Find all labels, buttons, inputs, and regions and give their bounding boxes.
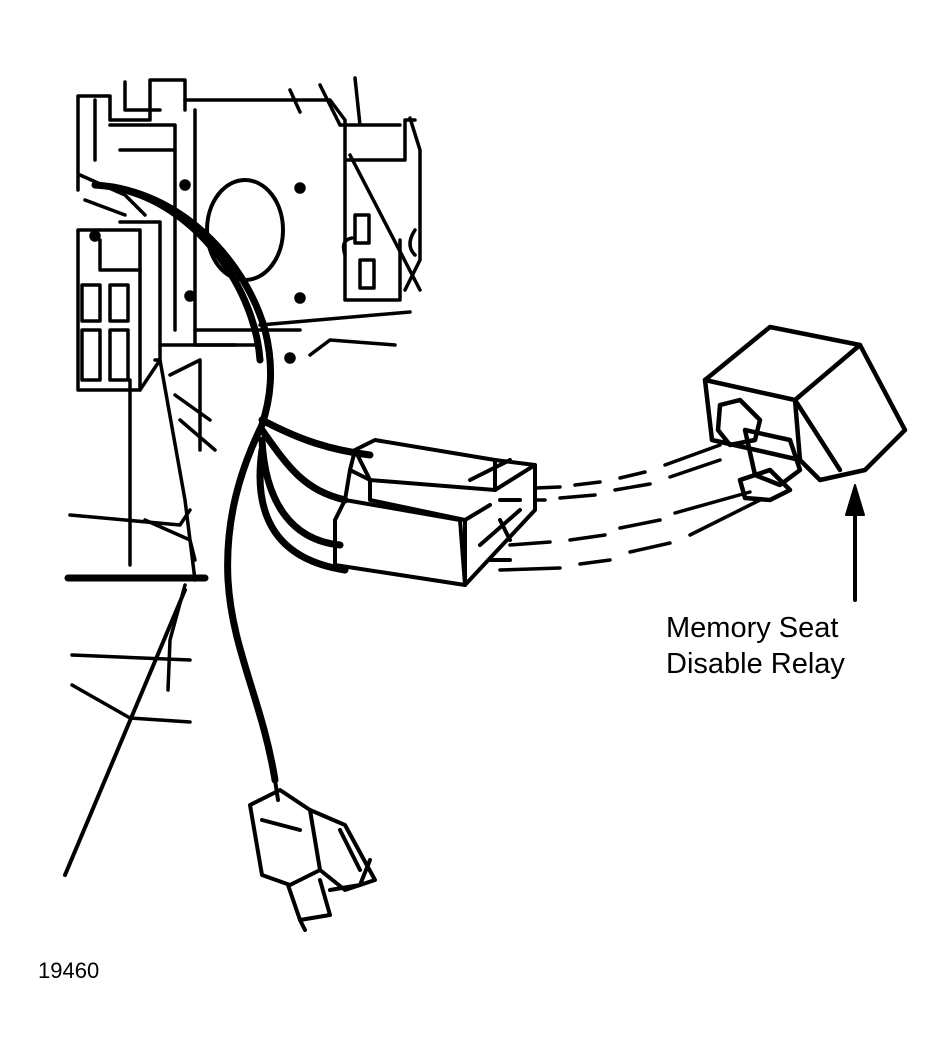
- harness-connector: [333, 438, 537, 587]
- callout-line-2: Disable Relay: [666, 648, 845, 680]
- fuse-block: [76, 173, 162, 392]
- lower-bracket: [63, 358, 217, 877]
- callout-arrow: [845, 484, 865, 602]
- relay-leads: [498, 443, 762, 572]
- figure-number: 19460: [38, 958, 100, 983]
- relay-callout-label: Memory Seat Disable Relay: [666, 610, 906, 682]
- relay-body: [702, 324, 908, 503]
- wire-harness: [91, 181, 374, 784]
- callout-line-1: Memory Seat: [666, 612, 839, 644]
- pigtail-connector: [248, 778, 377, 932]
